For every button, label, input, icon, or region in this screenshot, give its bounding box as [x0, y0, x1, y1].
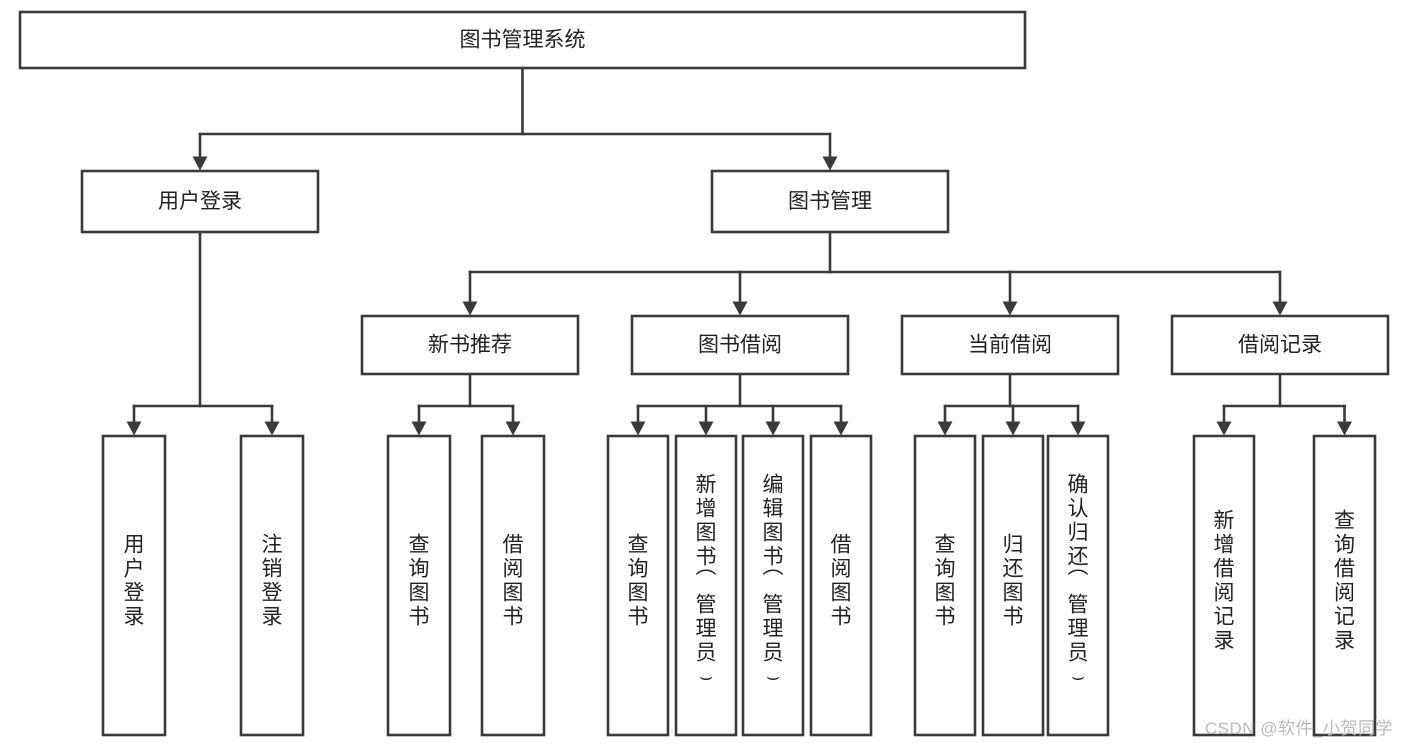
leaf-node-1[interactable]: 用户登录 — [101, 434, 167, 737]
level3-node-4-box[interactable] — [1170, 314, 1390, 376]
leaf-node-6-box[interactable] — [674, 434, 738, 737]
leaf-node-1-box[interactable] — [101, 434, 167, 737]
borrow-leaves-arrow-3 — [833, 421, 849, 436]
leaf-node-10-label: 归还图书 — [1003, 534, 1024, 629]
leaf-node-13-box[interactable] — [1312, 434, 1377, 737]
leaf-node-13-label: 查询借阅记录 — [1334, 510, 1355, 653]
leaf-node-5[interactable]: 查询图书 — [606, 434, 670, 737]
current-leaves-arrow-2 — [1070, 421, 1086, 436]
leaf-node-10-box[interactable] — [981, 434, 1045, 737]
record-leaves-arrow-1 — [1337, 421, 1352, 436]
nodes-layer: 图书管理系统用户登录图书管理新书推荐图书借阅当前借阅借阅记录用户登录注销登录查询… — [18, 10, 1390, 737]
bookmgmt-to-level3-arrow-0 — [462, 301, 478, 316]
level3-node-3-label: 当前借阅 — [968, 334, 1052, 357]
level3-node-2-label: 图书借阅 — [698, 334, 782, 357]
leaf-node-9-box[interactable] — [913, 434, 977, 737]
leaf-node-11-box[interactable] — [1046, 434, 1110, 737]
level2-node-2-box[interactable] — [710, 169, 950, 234]
borrow-leaves-arrow-1 — [698, 421, 714, 436]
leaf-node-6-label: 新增图书⌒管理员⌣ — [696, 474, 717, 689]
level2-node-1-box[interactable] — [80, 169, 320, 234]
leaf-node-3-box[interactable] — [386, 434, 452, 737]
level3-node-1[interactable]: 新书推荐 — [360, 314, 580, 376]
borrow-leaves-arrow-0 — [630, 421, 646, 436]
root-node-book-management-system-box[interactable] — [18, 10, 1027, 70]
bookmgmt-to-level3-arrow-1 — [732, 301, 748, 316]
login-leaves-arrow-1 — [264, 421, 280, 436]
bookmgmt-to-level3-arrow-3 — [1272, 301, 1288, 316]
leaf-node-8-box[interactable] — [809, 434, 873, 737]
level3-node-2[interactable]: 图书借阅 — [630, 314, 850, 376]
leaf-node-1-label: 用户登录 — [124, 534, 145, 629]
bookmgmt-to-level3-arrow-2 — [1002, 301, 1018, 316]
level3-node-3[interactable]: 当前借阅 — [900, 314, 1120, 376]
login-leaves-arrow-0 — [126, 421, 142, 436]
leaf-node-6[interactable]: 新增图书⌒管理员⌣ — [674, 434, 738, 737]
level3-node-4-label: 借阅记录 — [1238, 334, 1322, 357]
level3-node-3-box[interactable] — [900, 314, 1120, 376]
leaf-node-2-label: 注销登录 — [262, 534, 283, 629]
leaf-node-5-label: 查询图书 — [628, 534, 649, 629]
leaf-node-3[interactable]: 查询图书 — [386, 434, 452, 737]
level3-node-2-box[interactable] — [630, 314, 850, 376]
leaf-node-4[interactable]: 借阅图书 — [480, 434, 546, 737]
root-to-level2-arrow-1 — [822, 156, 838, 171]
root-to-level2-arrow-0 — [192, 156, 208, 171]
leaf-node-13[interactable]: 查询借阅记录 — [1312, 434, 1377, 737]
leaf-node-11-label: 确认归还⌒管理员⌣ — [1068, 474, 1089, 689]
leaf-node-3-label: 查询图书 — [409, 534, 430, 629]
leaf-node-12-box[interactable] — [1192, 434, 1256, 737]
level3-node-1-box[interactable] — [360, 314, 580, 376]
leaf-node-12-label: 新增借阅记录 — [1214, 510, 1235, 653]
leaf-node-9-label: 查询图书 — [935, 534, 956, 629]
root-node-book-management-system-label: 图书管理系统 — [460, 29, 586, 52]
leaf-node-9[interactable]: 查询图书 — [913, 434, 977, 737]
leaf-node-2[interactable]: 注销登录 — [239, 434, 305, 737]
leaf-node-4-label: 借阅图书 — [503, 534, 524, 629]
newbook-leaves-arrow-1 — [505, 421, 521, 436]
watermark-text: CSDN @软件_小贺同学 — [1204, 719, 1393, 738]
leaf-node-8-label: 借阅图书 — [831, 534, 852, 629]
level2-node-1-label: 用户登录 — [158, 190, 242, 213]
leaf-node-12[interactable]: 新增借阅记录 — [1192, 434, 1256, 737]
connectors-layer — [126, 66, 1352, 436]
root-node-book-management-system[interactable]: 图书管理系统 — [18, 10, 1027, 70]
leaf-node-2-box[interactable] — [239, 434, 305, 737]
newbook-leaves-arrow-0 — [411, 421, 427, 436]
leaf-node-7-box[interactable] — [741, 434, 805, 737]
leaf-node-8[interactable]: 借阅图书 — [809, 434, 873, 737]
current-leaves-arrow-0 — [937, 421, 953, 436]
leaf-node-7[interactable]: 编辑图书⌒管理员⌣ — [741, 434, 805, 737]
borrow-leaves-arrow-2 — [765, 421, 781, 436]
level2-node-1[interactable]: 用户登录 — [80, 169, 320, 234]
leaf-node-10[interactable]: 归还图书 — [981, 434, 1045, 737]
level2-node-2-label: 图书管理 — [788, 190, 872, 213]
level3-node-4[interactable]: 借阅记录 — [1170, 314, 1390, 376]
leaf-node-5-box[interactable] — [606, 434, 670, 737]
level2-node-2[interactable]: 图书管理 — [710, 169, 950, 234]
leaf-node-4-box[interactable] — [480, 434, 546, 737]
leaf-node-11[interactable]: 确认归还⌒管理员⌣ — [1046, 434, 1110, 737]
record-leaves-arrow-0 — [1216, 421, 1232, 436]
leaf-node-7-label: 编辑图书⌒管理员⌣ — [763, 474, 784, 689]
level3-node-1-label: 新书推荐 — [428, 334, 512, 357]
current-leaves-arrow-1 — [1005, 421, 1021, 436]
